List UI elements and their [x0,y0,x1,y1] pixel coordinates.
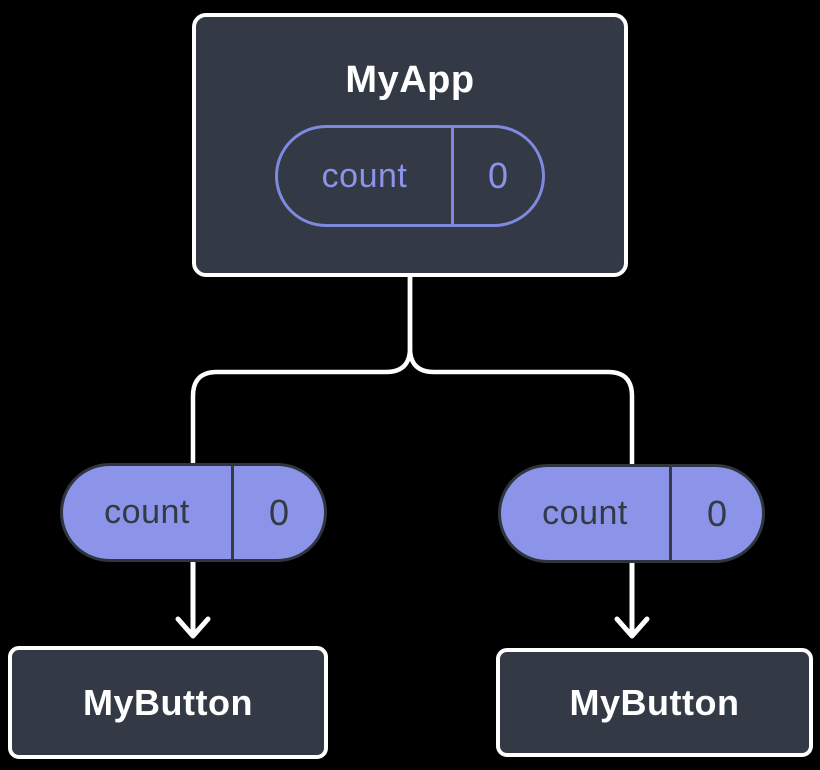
prop-pill-left-name: count [63,466,234,559]
prop-pill-left-value: 0 [268,491,290,533]
arrow-down-left-icon [175,557,211,639]
node-mybutton-left: MyButton [8,646,328,759]
node-myapp-title: MyApp [345,59,475,101]
branch-line-left [190,274,413,464]
state-pill-value: 0 [487,155,509,196]
node-mybutton-right: MyButton [496,648,813,757]
node-mybutton-right-title: MyButton [569,681,740,723]
state-pill-name: count [278,128,454,224]
prop-pill-right-value: 0 [706,492,728,534]
prop-pill-right-name: count [501,467,672,560]
prop-pill-right: count 0 [498,464,765,563]
prop-pill-left: count 0 [60,463,327,562]
branch-line-right [407,274,635,464]
node-mybutton-left-title: MyButton [83,681,253,723]
node-myapp: MyApp count 0 [192,13,628,277]
state-pill-myapp: count 0 [275,125,545,227]
arrow-down-right-icon [614,557,650,639]
